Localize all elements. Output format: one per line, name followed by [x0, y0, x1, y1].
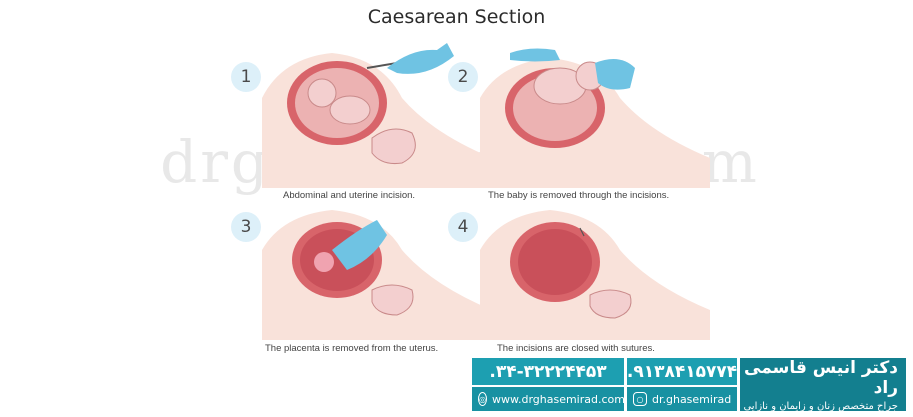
step-number-2: 2 [448, 62, 478, 92]
step-4-caption: The incisions are closed with sutures. [497, 343, 655, 354]
website-text: www.drghasemirad.com [491, 392, 625, 406]
step-2-caption: The baby is removed through the incision… [488, 190, 670, 201]
website-link[interactable]: ◎ www.drghasemirad.com [472, 387, 625, 411]
doctor-specialty: جراح متخصص زنان و زایمان و نازایی [743, 400, 898, 412]
step-number-1: 1 [231, 62, 261, 92]
page-title: Caesarean Section [367, 6, 546, 28]
step-2-illustration [480, 38, 710, 188]
step-1-caption: Abdominal and uterine incision. [283, 190, 416, 201]
step-3-illustration [262, 190, 492, 340]
instagram-text: dr.ghasemirad [652, 392, 732, 406]
step-4-illustration [480, 190, 710, 340]
instagram-link[interactable]: ○ dr.ghasemirad [627, 387, 737, 411]
contact-banner: .۳۴-۳۲۲۲۴۴۵۳ .۹۱۳۸۴۱۵۷۷۴ ◎ www.drghasemi… [472, 357, 906, 412]
doctor-name: دکتر انیس قاسمی راد [744, 357, 898, 398]
step-number-4: 4 [448, 212, 478, 242]
step-3-caption: The placenta is removed from the uterus. [265, 343, 439, 354]
step-1-illustration [262, 38, 492, 188]
mobile-phone[interactable]: .۹۱۳۸۴۱۵۷۷۴ [627, 358, 737, 385]
instagram-icon: ○ [633, 392, 647, 406]
office-phone[interactable]: .۳۴-۳۲۲۲۴۴۵۳ [472, 358, 624, 385]
step-number-3: 3 [231, 212, 261, 242]
globe-icon: ◎ [478, 392, 487, 406]
doctor-info: دکتر انیس قاسمی راد جراح متخصص زنان و زا… [740, 357, 906, 412]
